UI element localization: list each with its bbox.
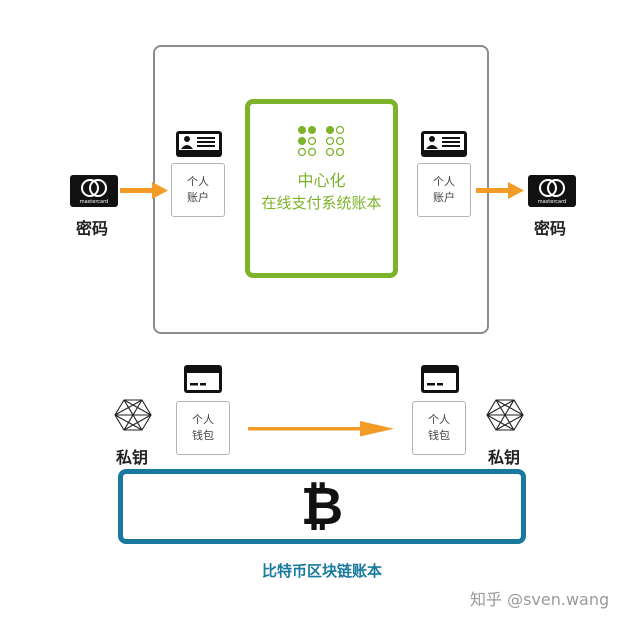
watermark: 知乎 @sven.wang [470, 590, 610, 609]
arrow-right-icon [476, 182, 524, 199]
left-private-key-label: 私钥 [116, 448, 149, 467]
centralized-subtitle: 在线支付系统账本 [261, 194, 382, 212]
right-personal-wallet: 个人 钱包 [412, 401, 466, 455]
right-account-line1: 个人 [433, 175, 455, 188]
left-password-label: 密码 [76, 219, 109, 238]
right-wallet-line2: 钱包 [428, 429, 450, 442]
crystal-hexagon-icon [114, 399, 152, 431]
left-wallet-line2: 钱包 [192, 429, 214, 442]
left-account-line1: 个人 [187, 175, 209, 188]
card-brand-text: mastercard [80, 199, 108, 205]
right-password-label: 密码 [534, 219, 567, 238]
left-personal-wallet: 个人 钱包 [176, 401, 230, 455]
mastercard-icon: mastercard [70, 175, 118, 207]
left-wallet-line1: 个人 [192, 413, 214, 426]
credit-card-icon [184, 365, 222, 393]
centralized-title: 中心化 [297, 171, 346, 190]
credit-card-icon [421, 365, 459, 393]
blockchain-ledger-box [118, 469, 526, 544]
mastercard-icon: mastercard [528, 175, 576, 207]
transfer-arrow-icon [248, 421, 394, 437]
right-wallet-line1: 个人 [428, 413, 450, 426]
bitcoin-icon: ₿ [300, 477, 344, 537]
crystal-hexagon-icon [486, 399, 524, 431]
right-private-key-label: 私钥 [488, 448, 521, 467]
right-personal-account: 个人 账户 [417, 163, 471, 217]
id-card-icon [176, 131, 222, 157]
blockchain-ledger-label: 比特币区块链账本 [261, 562, 382, 580]
centralized-ledger-box [245, 99, 398, 278]
left-personal-account: 个人 账户 [171, 163, 225, 217]
arrow-right-icon [120, 182, 168, 199]
id-card-icon [421, 131, 467, 157]
left-account-line2: 账户 [187, 191, 209, 204]
card-brand-text: mastercard [538, 199, 566, 205]
dot-grid-icon [297, 125, 345, 157]
right-account-line2: 账户 [433, 191, 455, 204]
